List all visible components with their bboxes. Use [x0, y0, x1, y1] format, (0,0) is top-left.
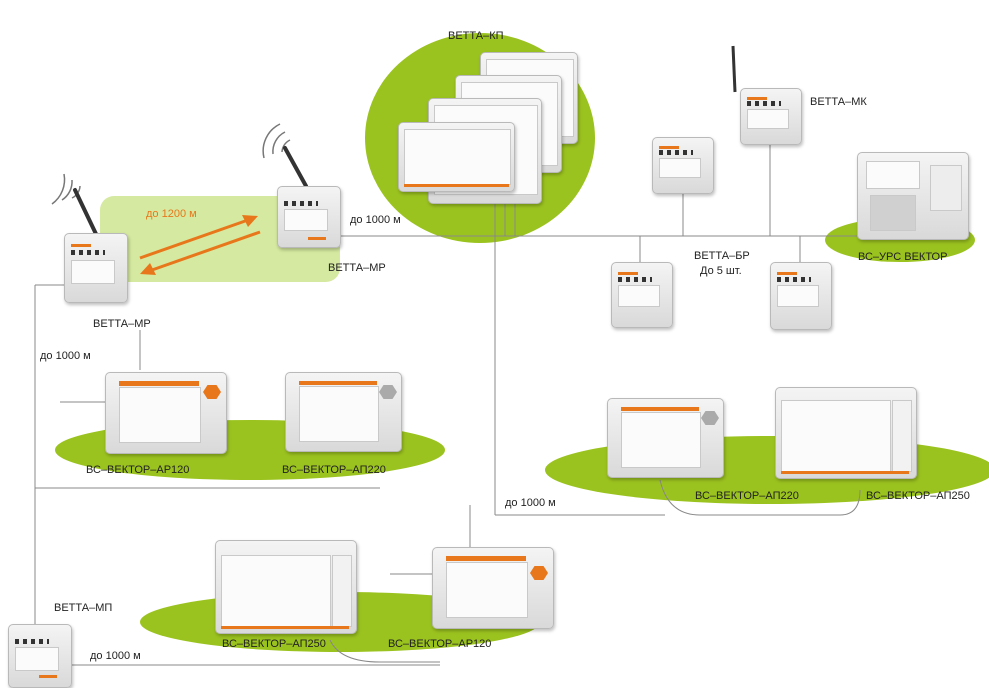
- label-ap250-right: ВС–ВЕКТОР–АП250: [866, 490, 970, 502]
- vetta-br-device-1: [652, 137, 714, 194]
- label-vetta-br-count: До 5 шт.: [700, 265, 742, 277]
- ap220-right-badge-icon: [701, 411, 719, 425]
- vetta-mr-top-device: [277, 186, 341, 248]
- label-wireless-distance: до 1200 м: [146, 208, 197, 220]
- radio-waves-icon: [51, 123, 291, 205]
- ap250-bottom-device: [215, 540, 357, 634]
- label-bottom-distance: до 1000 м: [90, 650, 141, 662]
- vetta-mr-left-device: [64, 233, 128, 303]
- label-vetta-br: ВЕТТА–БР: [694, 250, 750, 262]
- label-ap120-bottom: ВС–ВЕКТОР–АР120: [388, 638, 492, 650]
- vetta-br-device-3: [770, 262, 832, 330]
- label-mr-to-kp: до 1000 м: [350, 214, 401, 226]
- label-ap220-mid: ВС–ВЕКТОР–АП220: [282, 464, 386, 476]
- label-vetta-kp: ВЕТТА–КП: [448, 30, 504, 42]
- label-vetta-mp: ВЕТТА–МП: [54, 602, 113, 614]
- mk-antenna-icon: [731, 45, 737, 93]
- ap120-mid-device: [105, 372, 227, 454]
- ap120-badge-icon: [203, 385, 221, 399]
- antenna-icons: [73, 146, 308, 236]
- label-vetta-mr-left: ВЕТТА–МР: [93, 318, 151, 330]
- vetta-mk-device: [740, 88, 802, 145]
- ap120-bottom-badge-icon: [530, 566, 548, 580]
- ap120-bottom-device: [432, 547, 554, 629]
- label-right-branch: до 1000 м: [505, 497, 556, 509]
- ap220-mid-device: [285, 372, 402, 452]
- label-vetta-mr-top: ВЕТТА–МР: [328, 262, 386, 274]
- connection-lines: [34, 140, 865, 666]
- ap220-right-device: [607, 398, 724, 478]
- label-left-branch: до 1000 м: [40, 350, 91, 362]
- label-ap220-right: ВС–ВЕКТОР–АП220: [695, 490, 799, 502]
- vetta-kp-panel-1: [398, 122, 515, 192]
- label-ap120-mid: ВС–ВЕКТОР–АР120: [86, 464, 190, 476]
- vetta-br-device-2: [611, 262, 673, 328]
- label-ap250-bottom: ВС–ВЕКТОР–АП250: [222, 638, 326, 650]
- ap220-badge-icon: [379, 385, 397, 399]
- vs-urs-device: [857, 152, 969, 240]
- label-vetta-mk: ВЕТТА–МК: [810, 96, 867, 108]
- ap250-right-device: [775, 387, 917, 479]
- wireless-arrows: [139, 215, 261, 275]
- vetta-mp-device: [8, 624, 72, 688]
- label-vs-urs: ВС–УРС ВЕКТОР: [858, 251, 948, 263]
